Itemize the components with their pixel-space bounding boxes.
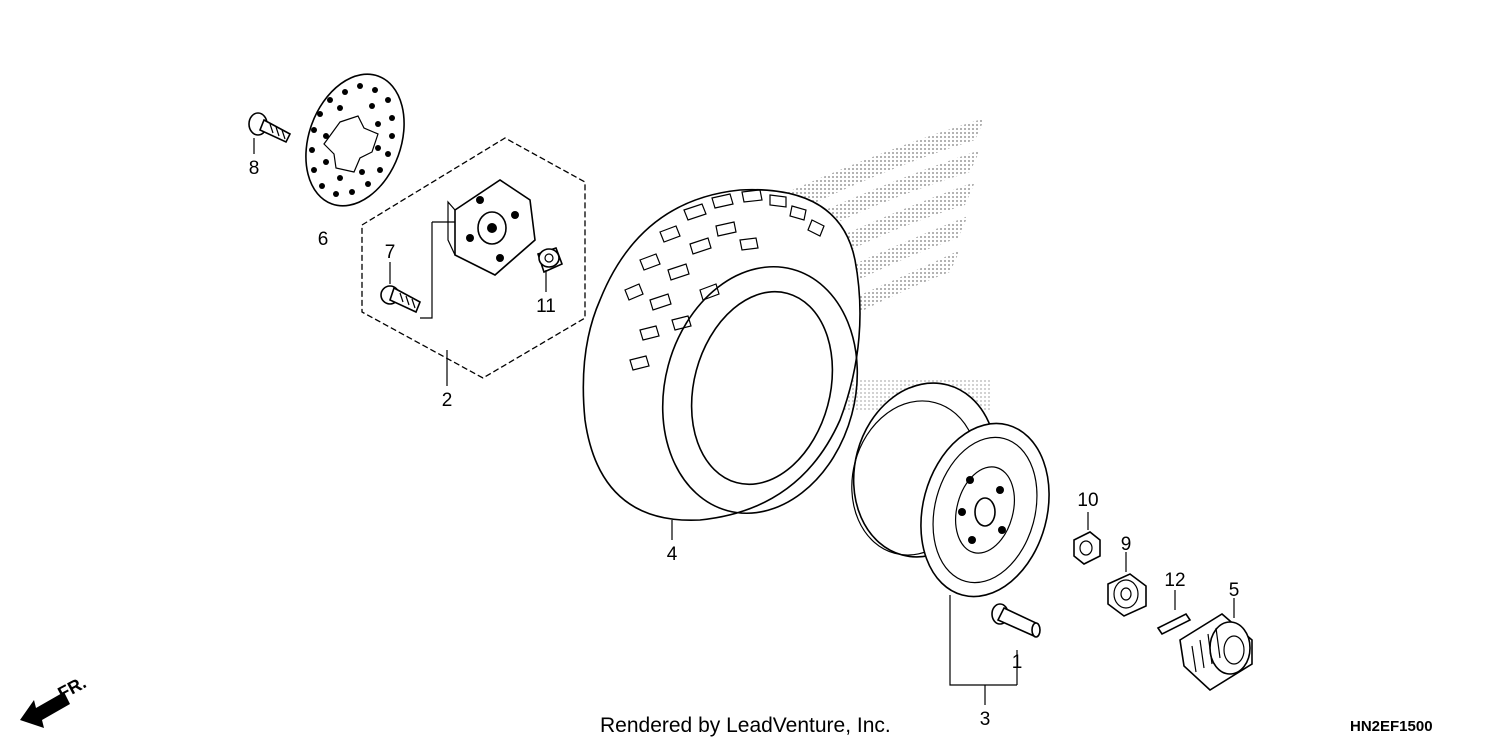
- wheel-rim[interactable]: [835, 367, 1068, 611]
- hub-cap[interactable]: [1179, 613, 1253, 692]
- wheel-hub[interactable]: [447, 179, 536, 276]
- diagram-code: HN2EF1500: [1350, 718, 1433, 735]
- wheel-nut[interactable]: [1073, 531, 1101, 565]
- callout-7: 7: [385, 242, 396, 263]
- castle-nut[interactable]: [1107, 573, 1147, 617]
- callout-2: 2: [442, 390, 453, 411]
- cotter-pin[interactable]: [1156, 612, 1192, 636]
- callout-9: 9: [1121, 534, 1132, 555]
- callout-3: 3: [980, 709, 991, 730]
- hub-assembly-box: [361, 137, 586, 379]
- render-credit: Rendered by LeadVenture, Inc.: [600, 714, 891, 737]
- hub-stud-bolt[interactable]: [380, 285, 422, 314]
- callout-6: 6: [318, 229, 329, 250]
- callout-5: 5: [1229, 580, 1240, 601]
- callout-4: 4: [667, 544, 678, 565]
- tire[interactable]: [582, 188, 884, 536]
- brake-disc[interactable]: [289, 60, 422, 219]
- callout-12: 12: [1164, 570, 1185, 591]
- valve-stem[interactable]: [991, 603, 1041, 638]
- callout-11: 11: [536, 296, 556, 317]
- callout-1: 1: [1012, 652, 1023, 673]
- forward-arrow-icon: [20, 692, 70, 728]
- callout-8: 8: [249, 158, 260, 179]
- hub-bearing[interactable]: [536, 246, 564, 274]
- callout-10: 10: [1077, 490, 1098, 511]
- disc-bolt[interactable]: [248, 112, 292, 144]
